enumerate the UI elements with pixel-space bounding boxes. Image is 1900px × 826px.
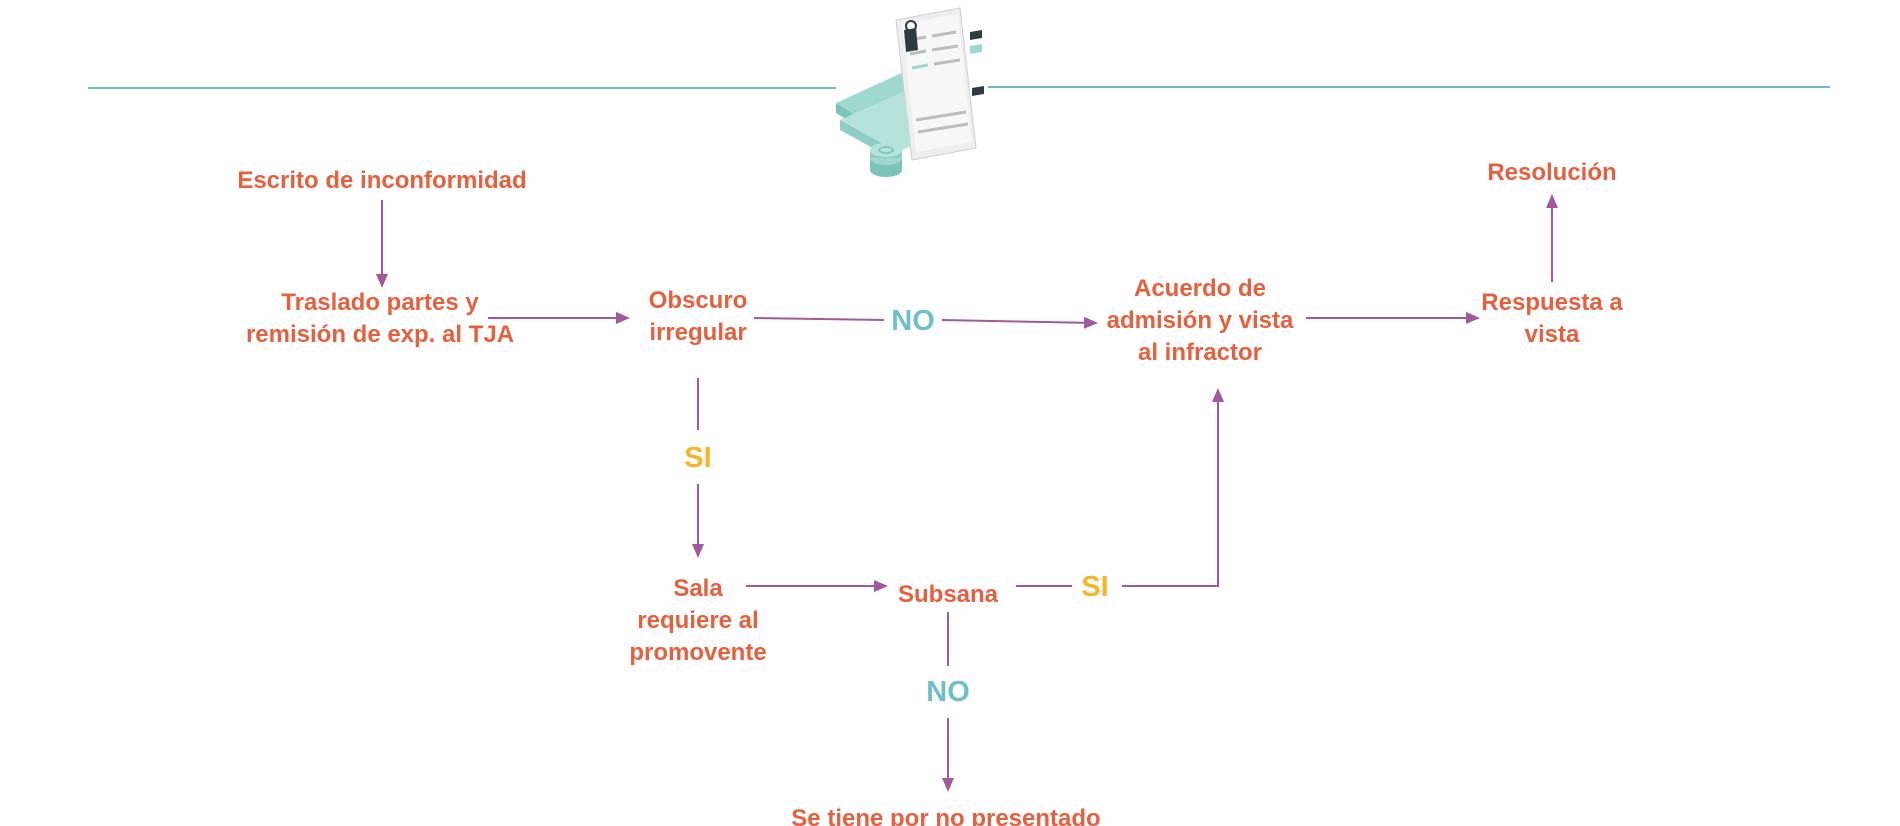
node-line: Respuesta a	[1481, 289, 1623, 316]
header-divider	[88, 86, 1830, 89]
node-escrito: Escrito de inconformidad	[237, 167, 526, 194]
node-line: vista	[1525, 321, 1580, 348]
node-line: Traslado partes y	[281, 289, 479, 316]
node-line: admisión y vista	[1107, 307, 1294, 334]
flow-connectors	[376, 194, 1558, 792]
node-sala: Sala requiere al promovente	[629, 575, 766, 666]
node-line: Acuerdo de	[1134, 275, 1266, 302]
node-traslado: Traslado partes y remisión de exp. al TJA	[246, 289, 514, 348]
edge-si-to-acuerdo	[1122, 388, 1224, 587]
node-subsana: Subsana	[898, 581, 999, 608]
node-line: Escrito de inconformidad	[237, 167, 526, 194]
label-obscuro-si: SI	[684, 442, 711, 474]
node-line: irregular	[649, 319, 746, 346]
edge-obscuro-to-no	[753, 317, 885, 321]
node-line: Se tiene por no presentado	[791, 805, 1100, 826]
edge-no-to-acuerdo	[941, 316, 1098, 329]
node-resolucion: Resolución	[1487, 159, 1616, 186]
document-stack-icon	[836, 7, 984, 177]
edge-labels: NO SI SI NO	[684, 305, 1108, 708]
node-obscuro: Obscuro irregular	[649, 287, 748, 346]
node-respuesta: Respuesta a vista	[1481, 289, 1623, 348]
node-acuerdo: Acuerdo de admisión y vista al infractor	[1107, 275, 1294, 366]
node-line: requiere al	[637, 607, 758, 634]
node-line: Resolución	[1487, 159, 1616, 186]
label-subsana-no: NO	[926, 676, 970, 708]
node-line: Obscuro	[649, 287, 748, 314]
label-obscuro-no: NO	[891, 305, 935, 337]
node-no-presentado: Se tiene por no presentado	[791, 805, 1100, 826]
node-line: promovente	[629, 639, 766, 666]
flow-nodes: Escrito de inconformidad Traslado partes…	[237, 159, 1623, 826]
node-line: Subsana	[898, 581, 999, 608]
label-subsana-si: SI	[1081, 571, 1108, 603]
node-line: remisión de exp. al TJA	[246, 321, 514, 348]
node-line: al infractor	[1138, 339, 1262, 366]
node-line: Sala	[673, 575, 723, 602]
